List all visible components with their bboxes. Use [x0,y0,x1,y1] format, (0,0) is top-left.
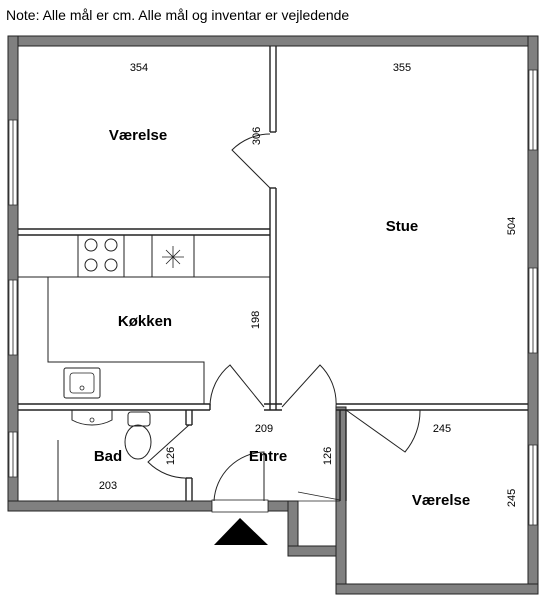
disclaimer-note: Note: Alle mål er cm. Alle mål og invent… [6,7,349,23]
windows [8,69,538,526]
room-label-entrance: Entre [249,448,287,465]
door-bathroom [147,424,190,479]
room-labels: Værelse Stue Køkken Bad Entre Værelse [94,127,470,509]
dimensions: 354 306 355 504 198 203 126 209 126 245 … [99,62,518,507]
stove-icon [77,234,125,278]
kitchen-counter [18,276,270,404]
dim-bedroom-2-width: 245 [433,423,451,435]
outer-walls [7,35,539,595]
kitchen-fixtures [18,234,270,404]
dim-entrance-depth: 126 [322,447,334,465]
washbasin-icon [71,410,113,426]
wall-stair-bottom [287,545,337,557]
room-label-bedroom-1: Værelse [109,127,167,144]
room-label-living: Stue [386,218,419,235]
wall-bedroom2-left [335,406,347,595]
dim-entrance-width: 209 [255,423,273,435]
room-label-bedroom-2: Værelse [412,492,470,509]
wall-top [7,35,539,47]
bathroom-fixtures [71,410,152,460]
dim-bedroom-2-depth: 245 [506,489,518,507]
dim-living-depth: 504 [506,217,518,235]
room-label-bathroom: Bad [94,448,122,465]
door-entrance [213,451,265,502]
kitchen-sink-icon [63,367,101,399]
wall-bottom-right [335,583,539,595]
dim-bedroom-1-width: 354 [130,62,148,74]
door-entrance-frame [211,499,269,513]
doors [147,133,421,513]
dim-bedroom-1-depth: 306 [251,127,263,145]
toilet-icon [127,411,151,427]
door-bedroom-1 [231,133,271,189]
door-kitchen [209,364,265,408]
dim-living-width: 355 [393,62,411,74]
room-label-kitchen: Køkken [118,313,172,330]
entrance-arrow-icon [214,518,268,545]
door-living [281,364,337,408]
dim-bathroom-depth: 126 [165,447,177,465]
wall-bottom-left [7,500,213,512]
door-bedroom-2 [345,409,421,453]
dim-kitchen-depth: 198 [250,311,262,329]
interior-walls [18,46,528,501]
dim-bathroom-width: 203 [99,480,117,492]
